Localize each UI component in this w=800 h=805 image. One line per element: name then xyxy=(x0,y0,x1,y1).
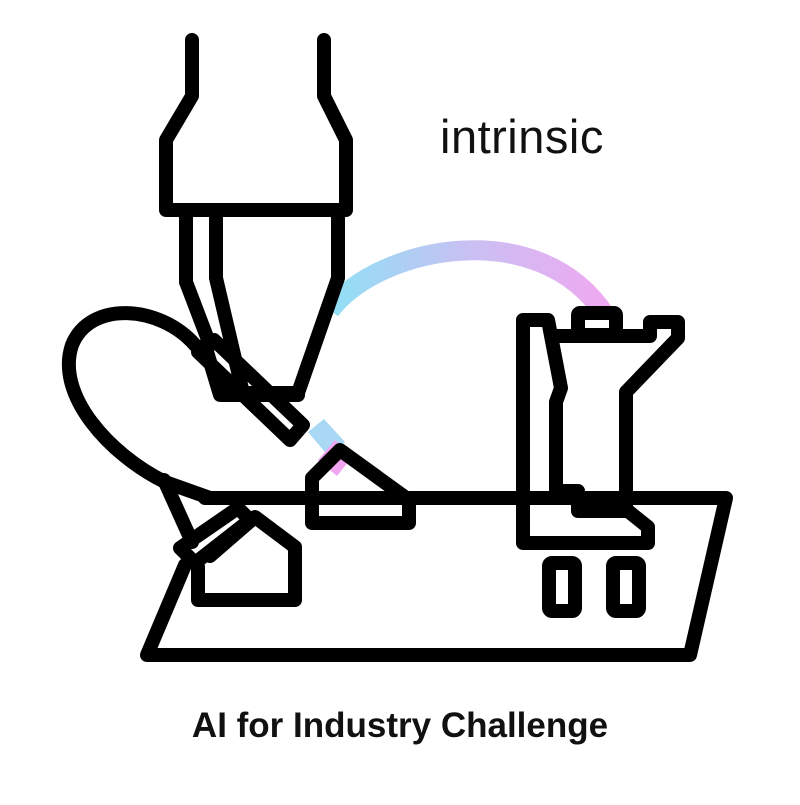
board xyxy=(140,491,733,662)
tower-socket-port xyxy=(571,306,623,342)
gripper-link xyxy=(191,333,310,447)
robot-arm-body xyxy=(159,33,353,217)
left-plug-arm xyxy=(157,473,199,549)
gripper-finger-outer xyxy=(179,205,217,352)
center-plug xyxy=(305,443,416,530)
board-slot-left xyxy=(542,556,582,618)
board-slot-right xyxy=(606,556,646,618)
loop-cable xyxy=(61,306,217,505)
tower-socket-top xyxy=(549,315,685,518)
left-plug-body xyxy=(191,510,302,607)
brand-wordmark: intrinsic xyxy=(440,110,604,163)
tower-socket-outer xyxy=(516,313,655,550)
challenge-title: AI for Industry Challenge xyxy=(191,706,609,745)
gradient-cable xyxy=(322,240,614,321)
